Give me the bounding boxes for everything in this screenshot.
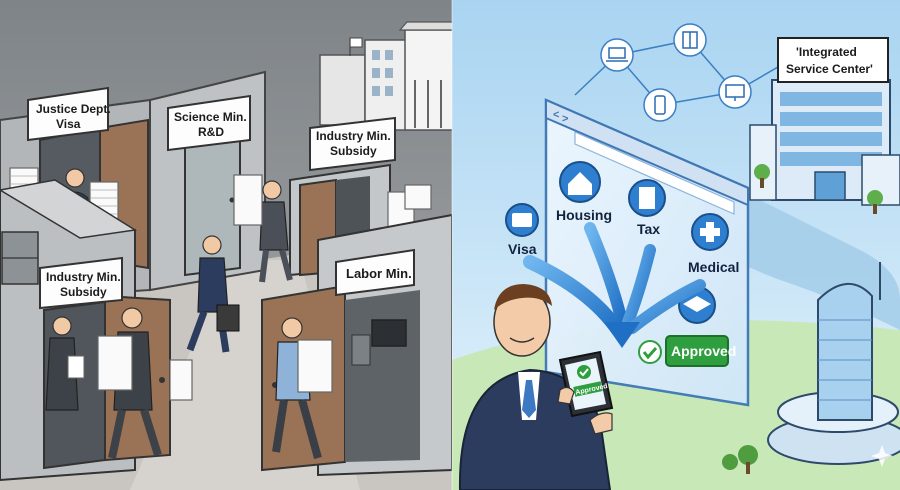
- service-medical-label: Medical: [688, 259, 739, 275]
- sign-justice-line1: Justice Dept.: [36, 102, 111, 116]
- service-medical[interactable]: Medical: [688, 213, 739, 275]
- service-visa-label: Visa: [508, 241, 537, 257]
- service-tax[interactable]: Tax: [628, 179, 666, 237]
- graduation-cap-icon: [683, 296, 711, 312]
- service-housing-label: Housing: [556, 207, 612, 223]
- sparkle-icon: [871, 445, 893, 467]
- sign-industry-subsidy-top: Industry Min. Subsidy: [309, 116, 396, 172]
- medical-cross-icon: [700, 222, 720, 242]
- service-center-line2: Service Center': [786, 62, 873, 76]
- person-walking-briefcase: [186, 235, 240, 353]
- right-scene: 'Integrated Service Center': [452, 0, 900, 490]
- sign-labor-line1: Labor Min.: [346, 266, 412, 281]
- converging-arrows: [523, 222, 706, 337]
- sign-industry-top-line2: Subsidy: [330, 144, 377, 158]
- browser-forward-icon[interactable]: >: [562, 113, 568, 125]
- person-carrying-papers-top: [233, 174, 293, 283]
- futuristic-tower: [767, 262, 900, 465]
- approved-badge: Approved: [638, 335, 736, 367]
- sign-justice-visa: Justice Dept. Visa: [27, 86, 111, 142]
- sign-justice-line2: Visa: [56, 117, 81, 131]
- house-icon: [568, 172, 592, 195]
- service-visa[interactable]: Visa: [505, 203, 539, 257]
- sign-science-rd: Science Min. R&D: [167, 94, 251, 152]
- service-center-building: [749, 79, 900, 206]
- building-node-icon: [682, 31, 698, 49]
- monitor-icon: [725, 84, 745, 101]
- service-tax-label: Tax: [637, 221, 660, 237]
- laptop-icon: [606, 47, 628, 62]
- person-woman-documents: [45, 316, 85, 411]
- sign-industry-left-line1: Industry Min.: [46, 270, 121, 284]
- tablet-device[interactable]: Approved: [558, 350, 614, 418]
- person-labor-papers: [272, 317, 333, 460]
- service-housing[interactable]: Housing: [556, 161, 612, 223]
- phone-icon: [654, 95, 666, 115]
- sign-industry-left-line2: Subsidy: [60, 285, 107, 299]
- approved-badge-label: Approved: [671, 343, 736, 359]
- sign-integrated-service-center: 'Integrated Service Center': [777, 37, 889, 83]
- id-card-icon: [512, 213, 532, 227]
- tree-icon: [722, 164, 883, 474]
- person-carrying-papers-left: [97, 307, 162, 459]
- sign-science-line1: Science Min.: [174, 110, 247, 124]
- arrow-head: [604, 322, 640, 348]
- sign-industry-top-line1: Industry Min.: [316, 129, 391, 143]
- sign-labor: Labor Min.: [335, 248, 415, 297]
- checkmark-icon: [642, 347, 658, 360]
- businessman-with-tablet: Approved: [458, 284, 614, 490]
- tax-document-icon: [639, 187, 655, 209]
- service-education[interactable]: [678, 286, 716, 324]
- sign-industry-subsidy-left: Industry Min. Subsidy: [39, 256, 123, 310]
- service-center-line1: 'Integrated: [796, 45, 857, 59]
- sign-science-line2: R&D: [198, 125, 224, 139]
- browser-back-icon[interactable]: <: [553, 109, 559, 121]
